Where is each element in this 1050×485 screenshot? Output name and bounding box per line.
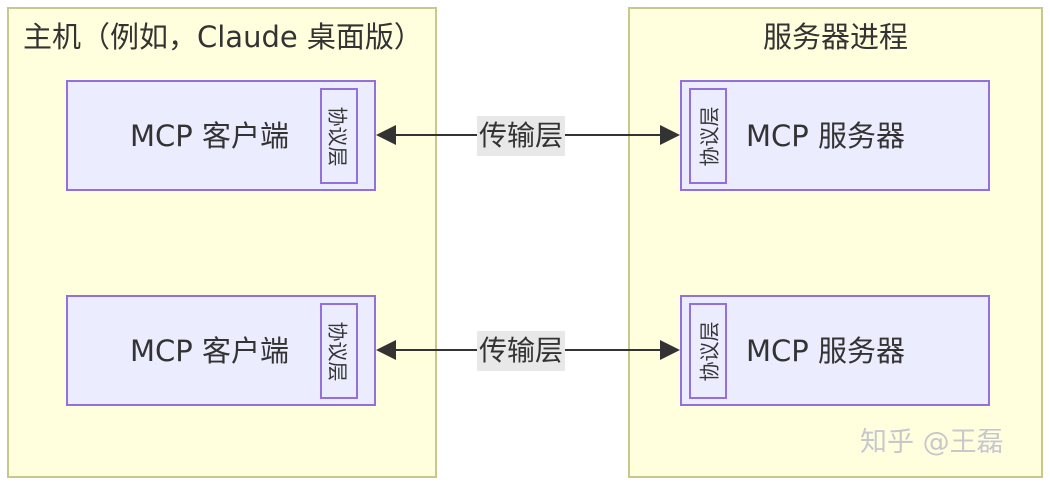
transport-edge-label: 传输层	[477, 116, 566, 156]
server-protocol-layer[interactable]: 协议层	[689, 88, 727, 184]
watermark: 知乎 @王磊	[860, 427, 1004, 458]
client-protocol-layer[interactable]: 协议层	[320, 88, 358, 184]
mcp-client-label: MCP 客户端	[130, 119, 289, 153]
transport-edge-label: 传输层	[477, 331, 566, 371]
mcp-server-node[interactable]: 协议层 MCP 服务器	[680, 80, 990, 191]
host-title: 主机（例如，Claude 桌面版）	[23, 20, 423, 54]
mcp-server-label: MCP 服务器	[746, 334, 905, 368]
mcp-client-node[interactable]: MCP 客户端 协议层	[66, 80, 376, 191]
client-protocol-layer[interactable]: 协议层	[320, 303, 358, 399]
mcp-client-label: MCP 客户端	[130, 334, 289, 368]
mcp-server-label: MCP 服务器	[746, 119, 905, 153]
mcp-client-node[interactable]: MCP 客户端 协议层	[66, 295, 376, 406]
server-process-title: 服务器进程	[762, 20, 908, 54]
mcp-server-node[interactable]: 协议层 MCP 服务器	[680, 295, 990, 406]
server-protocol-layer[interactable]: 协议层	[689, 303, 727, 399]
